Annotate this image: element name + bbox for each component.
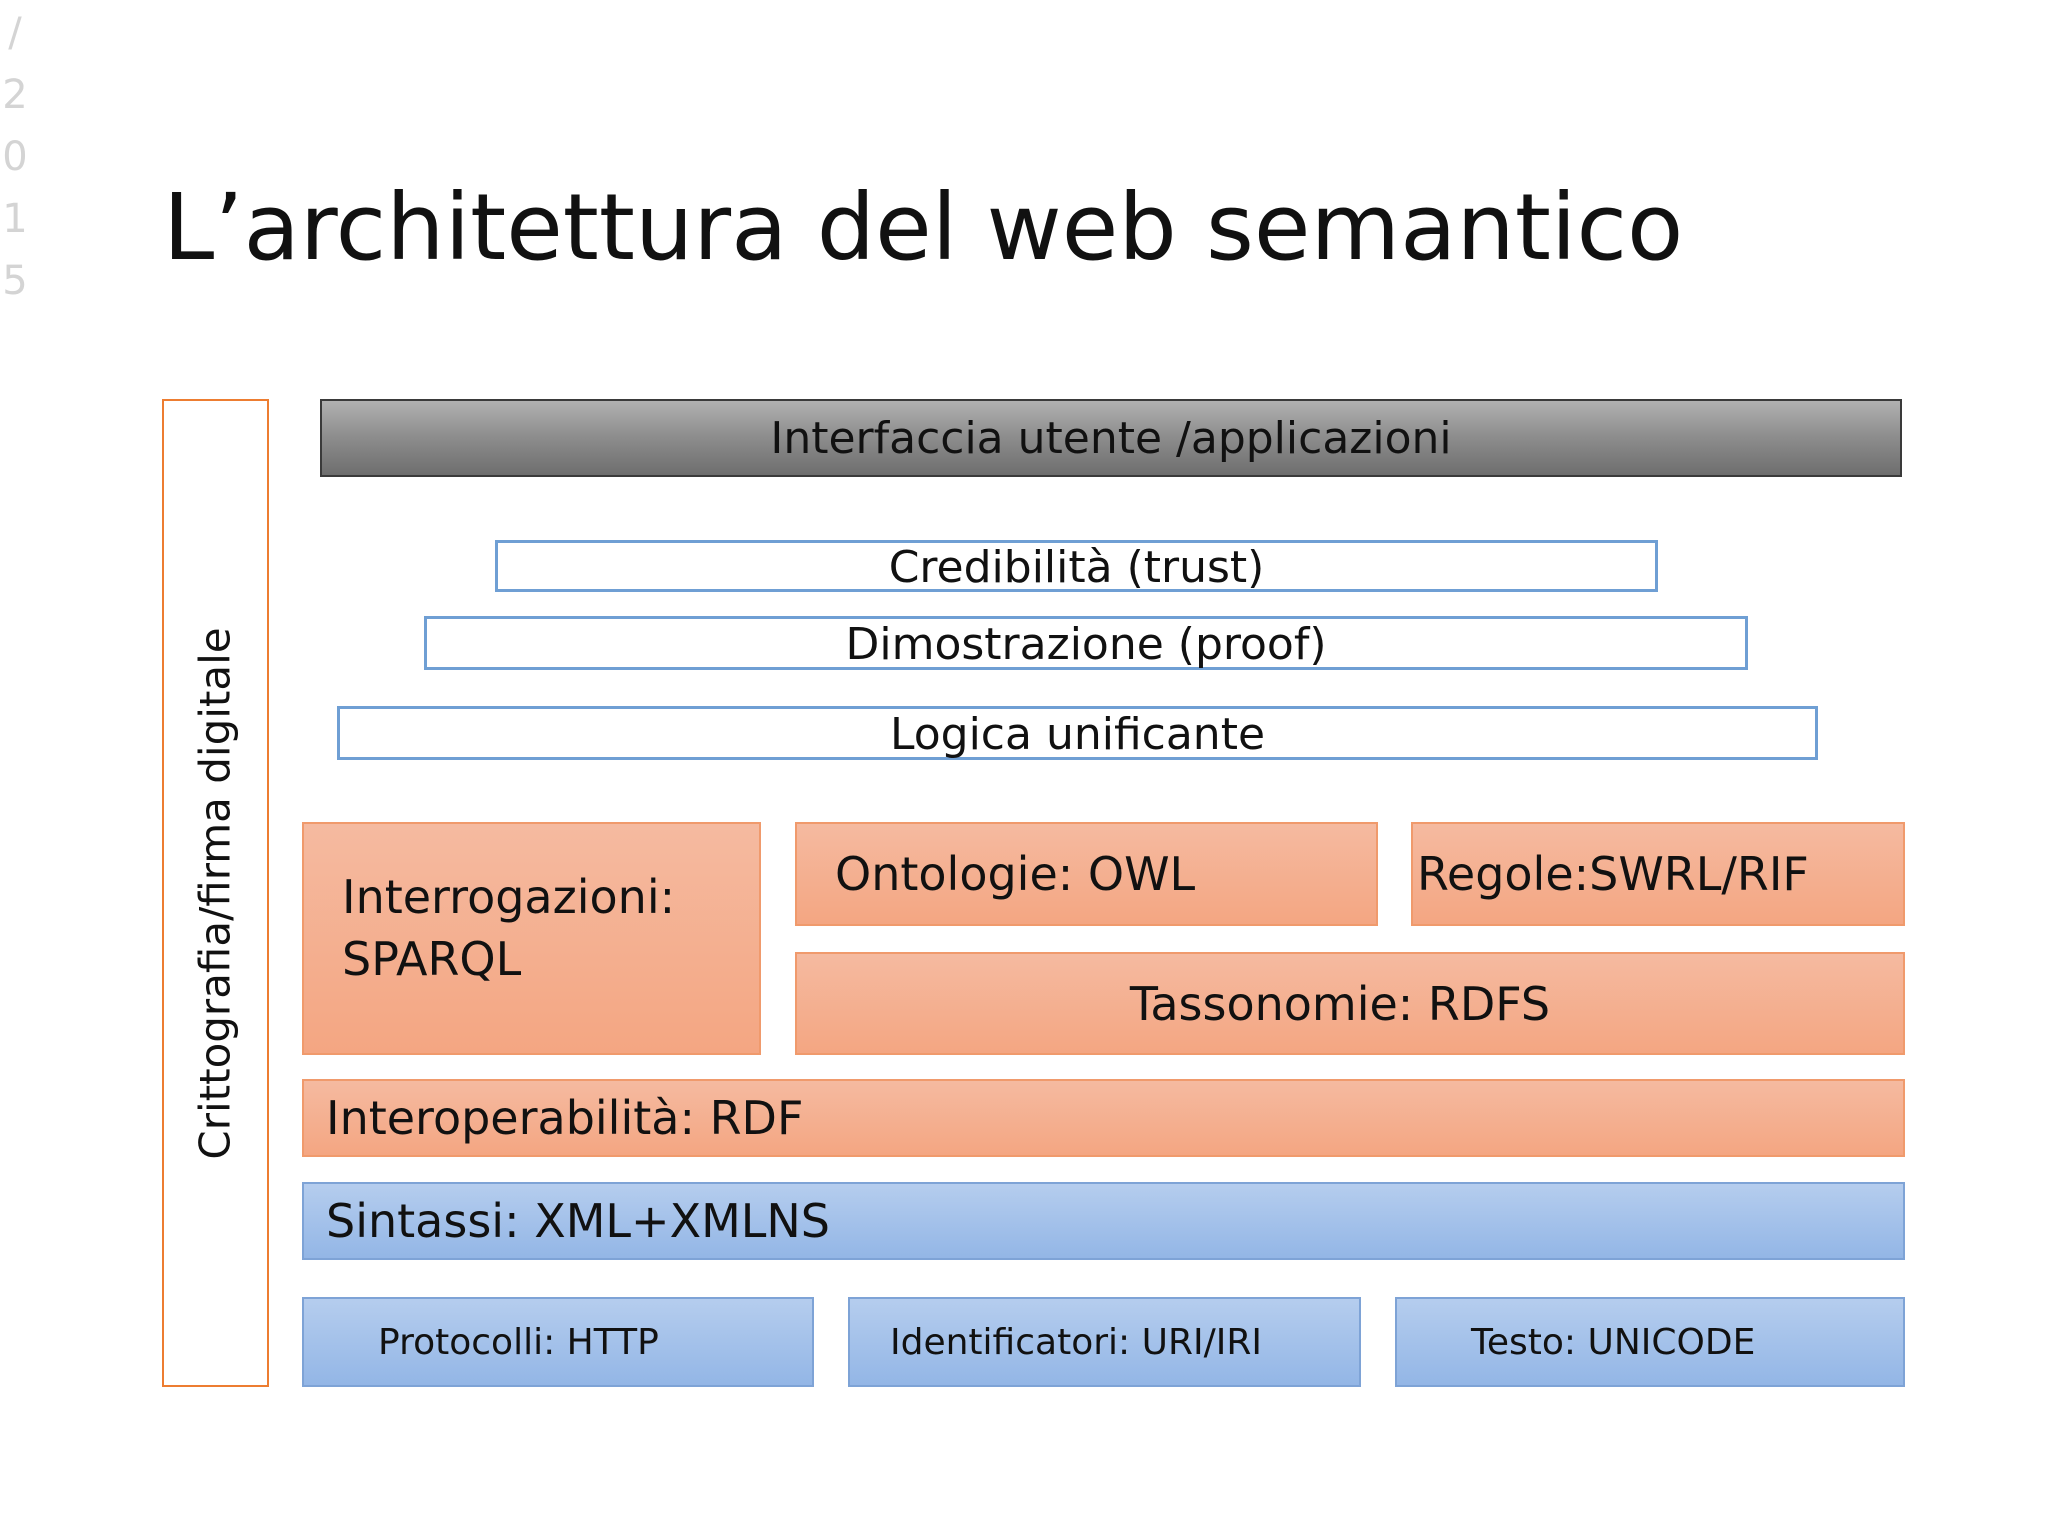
syntax-label: Sintassi: XML+XMLNS xyxy=(326,1194,831,1248)
crypto-signature-column: Crittografia/firma digitale xyxy=(162,399,269,1387)
year-char: 1 xyxy=(2,196,28,242)
text-unicode-label: Testo: UNICODE xyxy=(1471,1321,1756,1363)
syntax-xml-layer: Sintassi: XML+XMLNS xyxy=(302,1182,1905,1260)
unifying-logic-layer: Logica unificante xyxy=(337,706,1818,760)
unifying-logic-label: Logica unificante xyxy=(889,708,1266,760)
interoperability-label: Interoperabilità: RDF xyxy=(326,1091,804,1145)
rules-label: Regole:SWRL/RIF xyxy=(1417,847,1809,901)
crypto-signature-label: Crittografia/firma digitale xyxy=(191,626,241,1160)
taxonomy-label: Tassonomie: RDFS xyxy=(1129,976,1551,1031)
slide-title: L’architettura del web semantico xyxy=(163,174,1684,281)
user-interface-label: Interfaccia utente /applicazioni xyxy=(770,412,1452,464)
rules-swrl-rif-block: Regole:SWRL/RIF xyxy=(1411,822,1905,926)
query-label-line2: SPARQL xyxy=(342,932,522,986)
year-vertical-label: / 2 0 1 5 xyxy=(0,2,30,312)
query-label-line1: Interrogazioni: xyxy=(342,870,676,924)
year-char: / xyxy=(8,10,22,56)
ontology-label: Ontologie: OWL xyxy=(835,847,1196,901)
protocols-label: Protocolli: HTTP xyxy=(378,1321,659,1363)
trust-label: Credibilità (trust) xyxy=(888,541,1265,593)
taxonomy-rdfs-block: Tassonomie: RDFS xyxy=(795,952,1905,1055)
protocols-http-block: Protocolli: HTTP xyxy=(302,1297,814,1387)
trust-layer: Credibilità (trust) xyxy=(495,540,1658,593)
year-char: 2 xyxy=(2,72,28,118)
interoperability-rdf-layer: Interoperabilità: RDF xyxy=(302,1079,1905,1157)
proof-layer: Dimostrazione (proof) xyxy=(424,616,1748,670)
identifiers-label: Identificatori: URI/IRI xyxy=(890,1321,1262,1363)
identifiers-uri-block: Identificatori: URI/IRI xyxy=(848,1297,1361,1387)
proof-label: Dimostrazione (proof) xyxy=(845,618,1327,670)
text-unicode-block: Testo: UNICODE xyxy=(1395,1297,1905,1387)
year-char: 0 xyxy=(2,134,28,180)
user-interface-layer: Interfaccia utente /applicazioni xyxy=(320,399,1902,477)
ontology-owl-block: Ontologie: OWL xyxy=(795,822,1378,926)
query-sparql-block: Interrogazioni: SPARQL xyxy=(302,822,761,1055)
year-char: 5 xyxy=(2,258,28,304)
